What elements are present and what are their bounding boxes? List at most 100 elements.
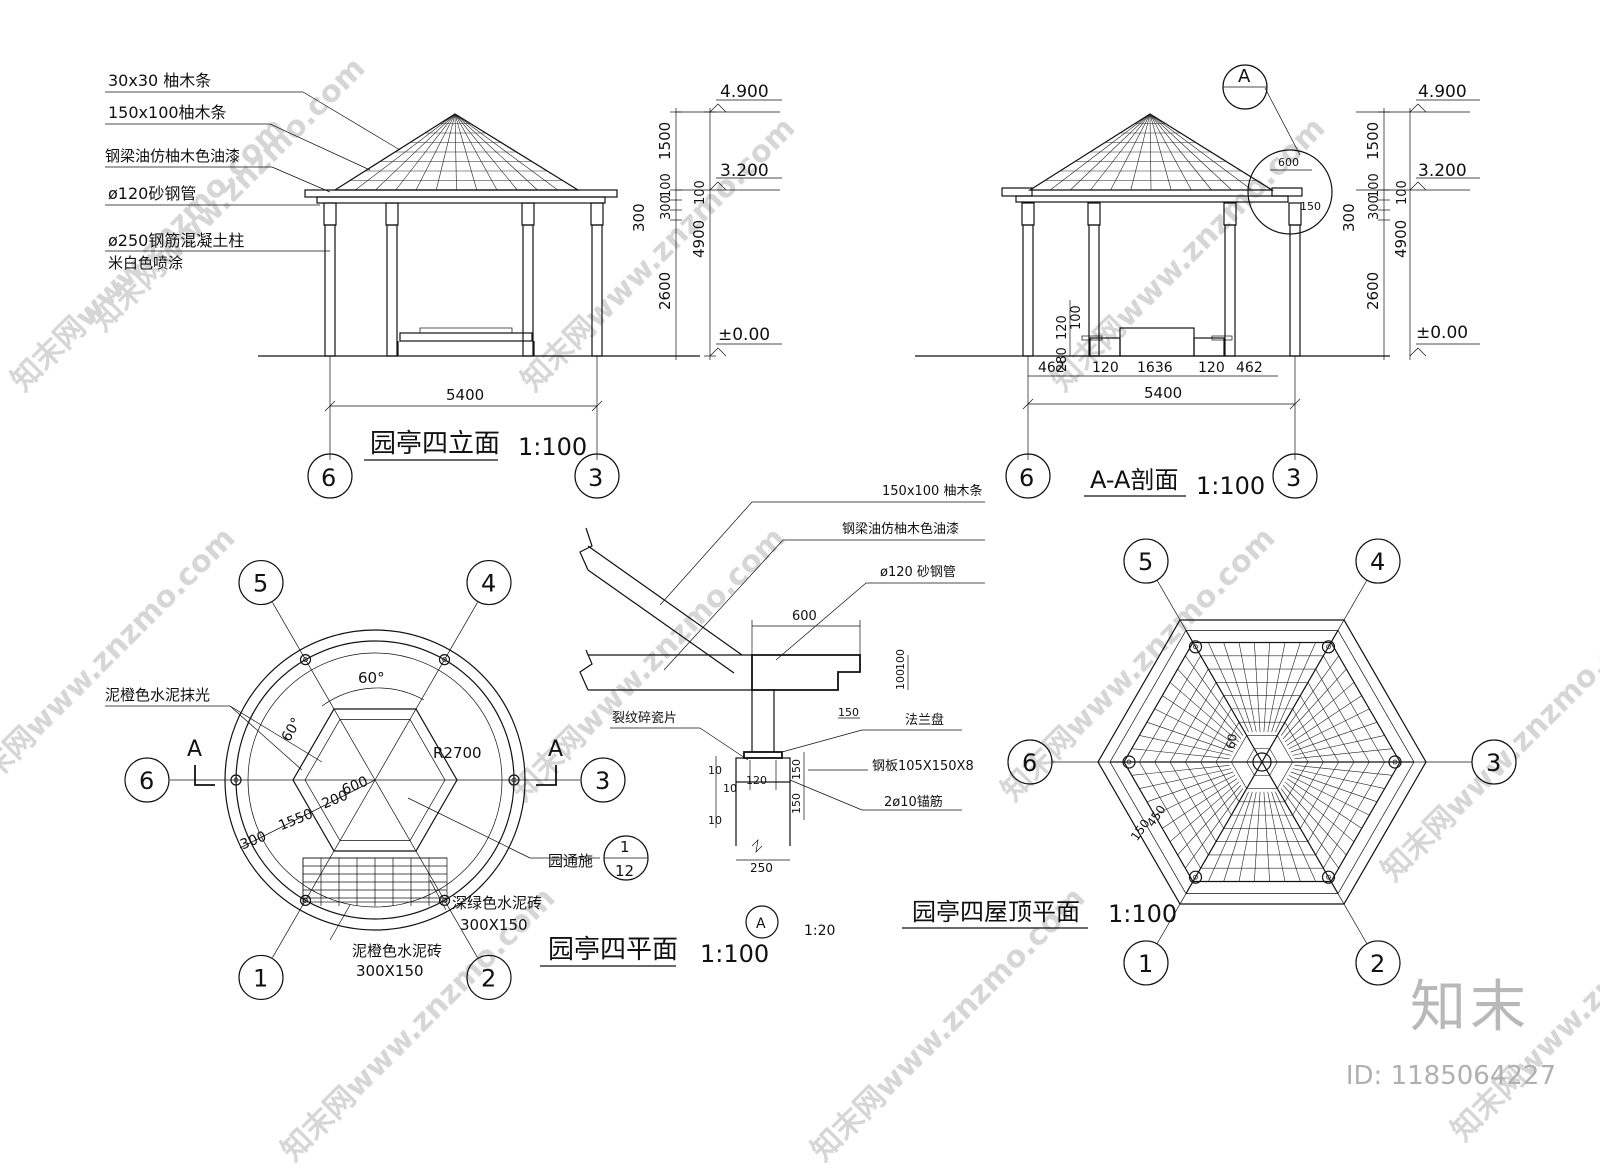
label-steel-pipe: ø120砂钢管 <box>108 184 196 203</box>
bench-dim: 120 <box>1055 315 1070 340</box>
dim-2600: 2600 <box>656 272 674 310</box>
axis-label: 4 <box>1370 548 1385 576</box>
detail-view: 600 100 100 150 120 10 150 150 10 10 250… <box>579 483 985 939</box>
axis-bubble-6 <box>307 453 353 499</box>
detail-callout-bubble <box>745 905 779 939</box>
column-capital <box>590 202 604 226</box>
dim-300b: 300 <box>630 203 648 232</box>
detail-label-plate: 钢板105X150X8 <box>872 759 974 774</box>
detail-dim: 120 <box>746 774 767 787</box>
elevation-view: 30x30 柚木条 150x100柚木条 钢梁油仿柚木色油漆 ø120砂钢管 ø… <box>105 71 782 499</box>
label-green-brick-size: 300X150 <box>460 916 528 934</box>
callout-dim-600: 600 <box>1278 156 1299 169</box>
section-width-dim: 5400 <box>1144 384 1182 402</box>
axis-bubble <box>1007 739 1053 785</box>
section-mark: A <box>548 737 563 762</box>
column-plan <box>1321 870 1336 884</box>
column <box>324 224 336 357</box>
dim-4900: 4900 <box>1392 220 1410 258</box>
dim-100a: 100 <box>1367 173 1382 198</box>
image-id: ID: 1185064227 <box>1345 1061 1556 1091</box>
elevation-levels: 4.900 3.200 ±0.00 <box>676 82 782 357</box>
label-green-brick: 深绿色水泥砖 <box>452 894 542 912</box>
angle-left: 60° <box>279 715 305 745</box>
detail-dim: 10 <box>708 764 722 777</box>
label-rc-column: ø250钢筋混凝土柱 <box>108 231 244 250</box>
axis-label: 3 <box>1486 749 1501 777</box>
callout-letter: A <box>1238 66 1251 87</box>
axis-label: 3 <box>588 464 603 492</box>
roof-scale: 1:100 <box>1108 900 1177 928</box>
detail-label-ceramic: 裂纹碎瓷片 <box>612 711 677 726</box>
bench-dim: 120 <box>1092 360 1119 376</box>
dim-300a: 300 <box>659 195 674 220</box>
section-mark: A <box>187 737 202 762</box>
axis-bubble-6 <box>1005 453 1051 499</box>
column-plan <box>230 774 242 786</box>
detail-dim: 100 <box>894 649 907 670</box>
level-eave: 3.200 <box>1418 161 1467 181</box>
detail-scale: 1:20 <box>804 923 835 939</box>
detail-dim: 600 <box>792 609 817 624</box>
elevation-vertical-dims: 1500 100 300 100 2600 300 4900 <box>630 108 716 360</box>
label-teak-strip-30: 30x30 柚木条 <box>108 71 211 90</box>
column-plan <box>438 894 451 906</box>
label-orange-brick: 泥橙色水泥砖 <box>352 942 442 960</box>
radius-label: R2700 <box>433 744 482 762</box>
label-teak-strip-150: 150x100柚木条 <box>108 103 227 122</box>
label-white-spray: 米白色喷涂 <box>108 254 183 272</box>
column-capital <box>521 202 535 226</box>
ref-sheet: 12 <box>615 862 634 880</box>
level-top: 4.900 <box>1418 82 1467 102</box>
axis-label: 6 <box>1022 749 1037 777</box>
column-capital <box>1087 202 1101 226</box>
label-ref-text: 园通施 <box>548 852 593 870</box>
roof-title: 园亭四屋顶平面 <box>912 898 1080 926</box>
detail-dim: 10 <box>723 782 737 795</box>
axis-label: 6 <box>1019 464 1034 492</box>
column-capital <box>1223 202 1237 226</box>
column <box>591 224 603 357</box>
axis-label: 3 <box>595 767 610 795</box>
detail-label-teak: 150x100 柚木条 <box>882 483 982 499</box>
label-cement-orange: 泥橙色水泥抹光 <box>105 686 210 704</box>
axis-bubble <box>1123 940 1169 986</box>
axis-label: 1 <box>1138 950 1153 978</box>
column <box>1088 224 1100 357</box>
column-plan <box>1321 640 1336 654</box>
column <box>386 224 398 357</box>
detail-label-anchor: 2ø10锚筋 <box>884 794 943 810</box>
detail-dim: 10 <box>708 814 722 827</box>
axis-bubble-3 <box>574 453 620 499</box>
axis-label: 3 <box>1286 464 1301 492</box>
column-plan <box>299 654 312 666</box>
detail-callout-letter: A <box>756 916 766 932</box>
column <box>1022 224 1034 357</box>
dim-100b: 100 <box>1395 180 1410 205</box>
axis-bubble <box>1123 538 1169 584</box>
label-steel-beam-paint: 钢梁油仿柚木色油漆 <box>105 147 240 165</box>
drawing-sheet: 30x30 柚木条 150x100柚木条 钢梁油仿柚木色油漆 ø120砂钢管 ø… <box>105 64 1517 1001</box>
axis-label: 5 <box>1138 548 1153 576</box>
axis-bubble <box>238 954 284 1001</box>
elevation-leaders: 30x30 柚木条 150x100柚木条 钢梁油仿柚木色油漆 ø120砂钢管 ø… <box>105 71 401 272</box>
roof-outline <box>1097 619 1427 905</box>
dim-4900: 4900 <box>690 220 708 258</box>
axis-label: 5 <box>253 570 268 598</box>
axis-label: 6 <box>321 464 336 492</box>
level-ground: ±0.00 <box>718 325 770 345</box>
brand-watermark: 知末 <box>1410 975 1530 1040</box>
axis-bubble <box>466 559 512 606</box>
detail-dim: 150 <box>790 793 803 814</box>
axis-bubble <box>238 559 284 606</box>
bench-dim: 280 <box>1055 347 1070 372</box>
bench-dim: 100 <box>1069 305 1084 330</box>
axis-bubble-3 <box>1272 453 1318 499</box>
column <box>1224 224 1236 357</box>
column-plan <box>1188 640 1203 654</box>
dim-2600: 2600 <box>1364 272 1382 310</box>
dim-300b: 300 <box>1340 203 1358 232</box>
section-view: A 600 150 4.900 3.200 ±0.00 1500 100 300… <box>915 64 1480 500</box>
axis-label: 2 <box>481 964 496 992</box>
